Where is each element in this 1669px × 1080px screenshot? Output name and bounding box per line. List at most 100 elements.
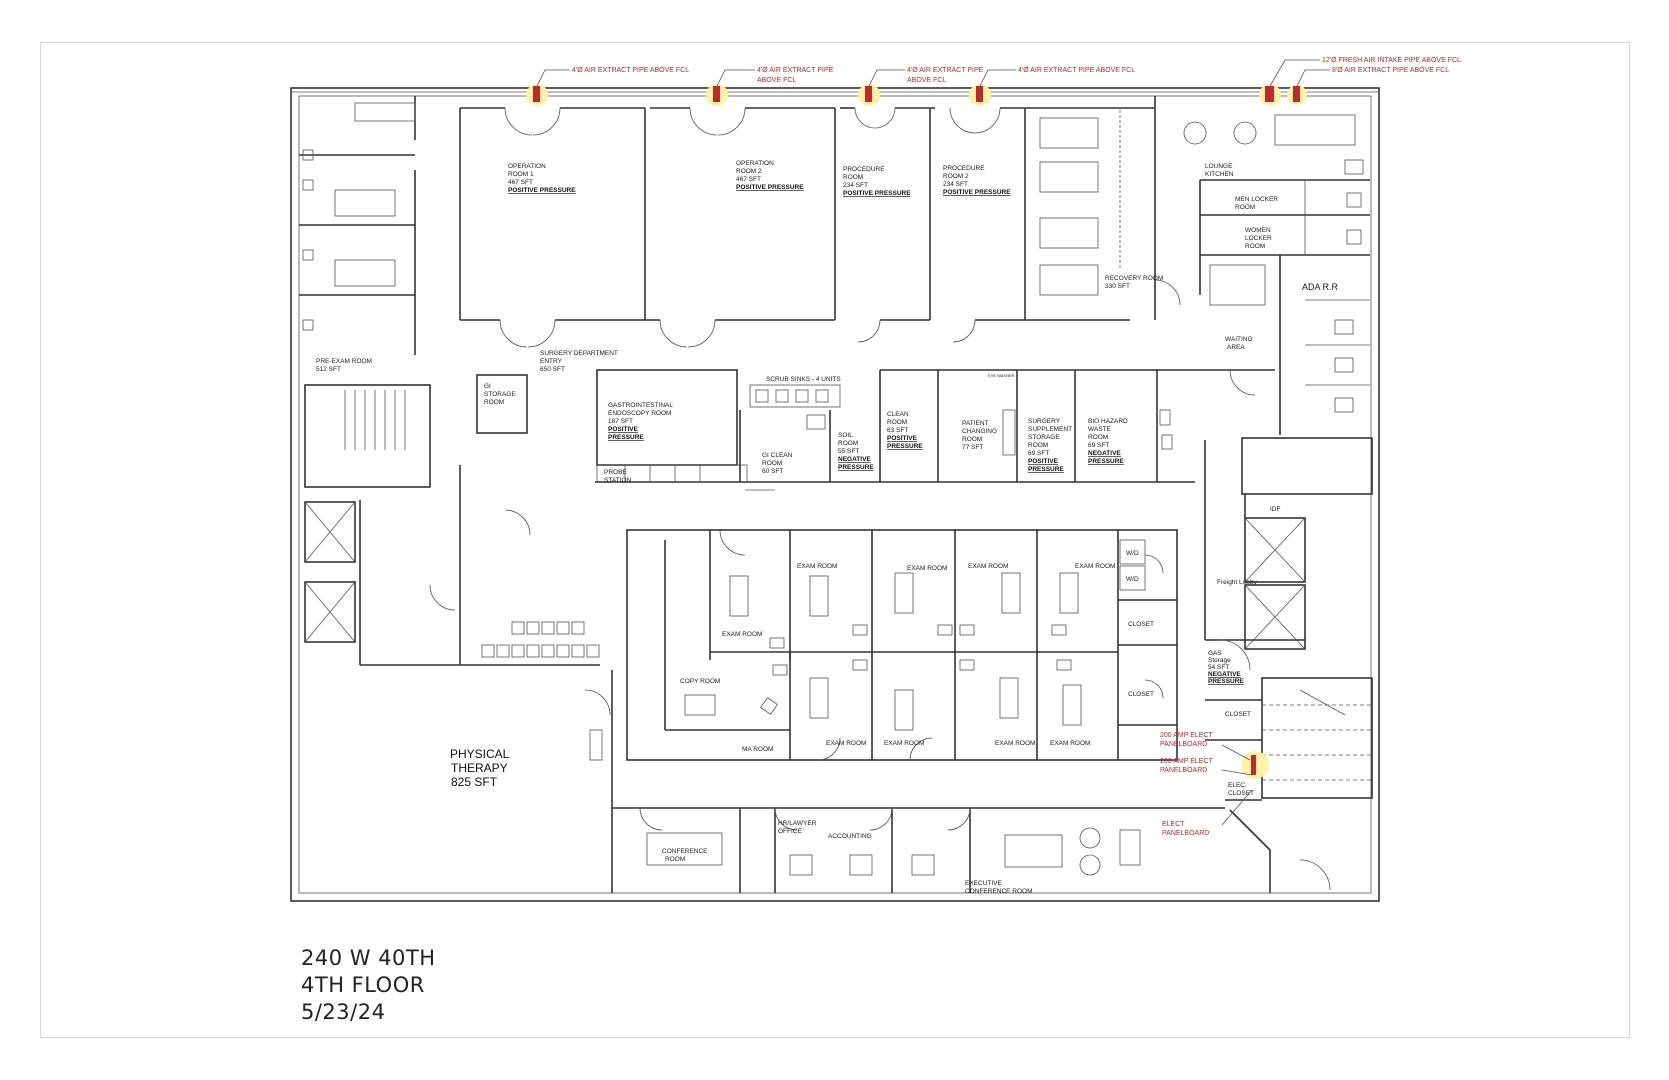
label-proc2-l3: 234 SFT (943, 181, 968, 188)
label-surgery-supp-l3: STORAGE (1028, 434, 1060, 441)
annotation-extract-3b: ABOVE FCL (907, 77, 946, 84)
label-exam-9: EXAM ROOM (1050, 740, 1090, 747)
label-gas-l1: GAS (1208, 650, 1222, 657)
annotation-extract-2b: ABOVE FCL (757, 77, 796, 84)
label-recovery-l2: 330 SFT (1105, 283, 1130, 290)
label-exam-8: EXAM ROOM (995, 740, 1035, 747)
label-op2-l2: ROOM 2 (736, 168, 762, 175)
label-gi-clean-l1: GI CLEAN (762, 452, 793, 459)
annotation-panel-3b: PANELBOARD (1162, 830, 1209, 837)
label-women-locker-l3: ROOM (1245, 243, 1265, 250)
label-proc2-l4: POSITIVE PRESSURE (943, 189, 1011, 196)
label-men-locker-l1: MEN LOCKER (1235, 196, 1278, 203)
label-gi-storage-l3: ROOM (484, 399, 504, 406)
label-pt-l3: 825 SFT (451, 775, 498, 789)
label-exam-7: EXAM ROOM (884, 740, 924, 747)
label-closet-2: CLOSET (1128, 691, 1154, 698)
label-recovery-l1: RECOVERY ROOM (1105, 275, 1163, 282)
label-elec-closet-l1: ELEC. (1228, 782, 1247, 789)
label-op1-l1: OPERATION (508, 163, 546, 170)
label-surgery-entry-l3: 650 SFT (540, 366, 565, 373)
elevators-left (304, 465, 600, 666)
label-clean-l3: 63 SFT (887, 427, 908, 434)
label-probe-l2: STATION (604, 477, 632, 484)
label-surgery-supp-l6: POSITIVE (1028, 458, 1059, 465)
label-biohazard-l5: NEGATIVE (1088, 450, 1121, 457)
label-biohazard-l4: 69 SFT (1088, 442, 1109, 449)
label-surgery-entry-l2: ENTRY (540, 358, 563, 365)
label-patient-changing-l1: PATIENT (962, 420, 989, 427)
physical-therapy-walls (584, 670, 613, 893)
label-lounge-l2: KITCHEN (1205, 171, 1234, 178)
label-gas-l4: NEGATIVE (1208, 671, 1241, 678)
title-block: 240 W 40TH 4TH FLOOR 5/23/24 (301, 945, 436, 1026)
label-pt-l2: THERAPY (451, 761, 508, 775)
annotation-panel-1a: 200 AMP ELECT (1160, 732, 1214, 739)
label-ma-room: MA ROOM (742, 746, 773, 753)
label-gi-endo-l5: PRESSURE (608, 434, 644, 441)
label-exam-1: EXAM ROOM (797, 563, 837, 570)
label-proc2-l1: PROCEDURE (943, 165, 985, 172)
annotation-extract-1: 4'Ø AIR EXTRACT PIPE ABOVE FCL (572, 67, 689, 74)
annotation-panel-2a: 200 AMP ELECT (1160, 758, 1214, 765)
annotation-panel-1b: PANELBOARD (1160, 741, 1207, 748)
label-probe-l1: PROBE (604, 469, 627, 476)
label-biohazard-l2: WASTE (1088, 426, 1112, 433)
label-closet-1: CLOSET (1128, 621, 1154, 628)
title-address: 240 W 40TH (301, 946, 436, 970)
label-pre-exam-l2: 512 SFT (316, 366, 341, 373)
label-patient-changing-l4: 77 SFT (962, 444, 983, 451)
label-gi-endo-l4: POSITIVE (608, 426, 639, 433)
exam-block-walls (626, 529, 1178, 761)
label-gi-storage-l2: STORAGE (484, 391, 516, 398)
annotation-panel-3a: ELECT (1162, 821, 1185, 828)
label-exam-6: EXAM ROOM (826, 740, 866, 747)
label-copy-room: COPY ROOM (680, 678, 720, 685)
label-hr-l2: OFFICE (778, 828, 802, 835)
label-soil-l2: ROOM (838, 440, 858, 447)
lounge-lockers-walls (1154, 114, 1370, 435)
label-surgery-supp-l5: 69 SFT (1028, 450, 1049, 457)
label-proc2-l2: ROOM 2 (943, 173, 969, 180)
label-surgery-supp-l4: ROOM (1028, 442, 1048, 449)
label-closet-3: CLOSET (1225, 711, 1251, 718)
surgery-wing-walls (299, 96, 1156, 355)
label-lounge-l1: LOUNGE (1205, 163, 1233, 170)
label-gi-endo-l3: 187 SFT (608, 418, 633, 425)
label-accounting: ACCOUNTING (828, 833, 872, 840)
label-clean-l4: POSITIVE (887, 435, 918, 442)
label-surgery-entry-l1: SURGERY DEPARTMENT (540, 350, 618, 357)
label-proc1-l1: PROCEDURE (843, 166, 885, 173)
drawing-sheet-frame (40, 42, 1630, 1038)
label-exec-conf-l1: EXECUTIVE (965, 880, 1003, 887)
label-proc1-l4: POSITIVE PRESSURE (843, 190, 911, 197)
label-waiting-l2: AREA (1227, 344, 1245, 351)
middle-band-walls (304, 369, 1195, 491)
label-gi-storage-l1: GI (484, 383, 491, 390)
label-exec-conf-l2: CONFERENCE ROOM (965, 888, 1033, 895)
label-idf: IDF (1270, 506, 1281, 513)
label-clean-l2: ROOM (887, 419, 907, 426)
label-exam-2: EXAM ROOM (907, 565, 947, 572)
label-proc1-l2: ROOM (843, 174, 863, 181)
label-gi-endo-l2: ENDOSCOPY ROOM (608, 410, 671, 417)
label-elec-closet-l2: CLOSET (1228, 790, 1254, 797)
label-freight: Freight Lobby (1217, 579, 1257, 586)
label-conference-l1: CONFERENCE (662, 848, 708, 855)
label-ada: ADA R.R (1302, 282, 1339, 292)
label-op1-l3: 467 SFT (508, 179, 533, 186)
label-gi-clean-l3: 60 SFT (762, 468, 783, 475)
label-hr-l1: HR/LAWYER (778, 820, 817, 827)
label-pre-exam-l1: PRE-EXAM ROOM (316, 358, 372, 365)
label-wd-2: W/D (1126, 576, 1139, 583)
label-eye-washer: EYE WASHER (988, 373, 1015, 378)
label-gas-l3: 54 SFT (1208, 664, 1229, 671)
label-soil-l1: SOIL (838, 432, 853, 439)
label-scrub-sinks: SCRUB SINKS - 4 UNITS (766, 376, 841, 383)
room-labels: OPERATION ROOM 1 467 SFT POSITIVE PRESSU… (316, 160, 1339, 895)
label-women-locker-l2: LOCKER (1245, 235, 1272, 242)
label-patient-changing-l2: CHANGING (962, 428, 997, 435)
label-op2-l3: 467 SFT (736, 176, 761, 183)
label-op2-l4: POSITIVE PRESSURE (736, 184, 804, 191)
label-gas-l2: Storage (1208, 657, 1231, 664)
